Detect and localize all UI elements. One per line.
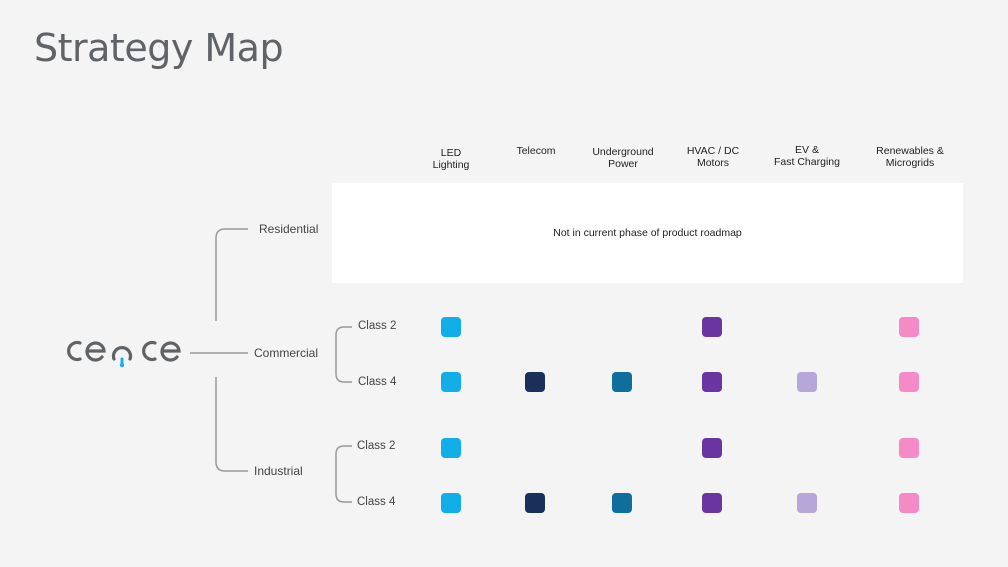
industrial-class4-label: Class 4 bbox=[357, 496, 396, 508]
cell-commercial-class2-led bbox=[441, 317, 461, 337]
column-header-ev: EV & Fast Charging bbox=[774, 144, 840, 168]
cell-industrial-class4-ev bbox=[797, 493, 817, 513]
column-header-telecom: Telecom bbox=[516, 145, 556, 157]
column-header-underground: Underground Power bbox=[592, 146, 654, 170]
segment-commercial: Commercial bbox=[254, 346, 319, 360]
segment-residential: Residential bbox=[259, 222, 319, 236]
cell-industrial-class4-underground bbox=[612, 493, 632, 513]
cell-industrial-class2-hvac bbox=[702, 438, 722, 458]
cell-commercial-class2-renewables bbox=[899, 317, 919, 337]
page-title: Strategy Map bbox=[34, 26, 284, 70]
industrial-sub-connector bbox=[335, 445, 352, 503]
cell-industrial-class2-renewables bbox=[899, 438, 919, 458]
cell-commercial-class2-hvac bbox=[702, 317, 722, 337]
cell-commercial-class4-ev bbox=[797, 372, 817, 392]
banner-text: Not in current phase of product roadmap bbox=[553, 227, 742, 239]
column-header-led: LED Lighting bbox=[432, 147, 470, 171]
cell-commercial-class4-underground bbox=[612, 372, 632, 392]
cell-industrial-class4-telecom bbox=[525, 493, 545, 513]
segment-industrial: Industrial bbox=[254, 464, 303, 478]
cell-industrial-class4-hvac bbox=[702, 493, 722, 513]
cell-commercial-class4-hvac bbox=[702, 372, 722, 392]
column-header-renewables: Renewables & Microgrids bbox=[876, 145, 944, 169]
commercial-sub-connector bbox=[335, 326, 352, 383]
cell-commercial-class4-renewables bbox=[899, 372, 919, 392]
commercial-class4-label: Class 4 bbox=[358, 376, 397, 388]
residential-connector bbox=[215, 228, 248, 321]
roadmap-banner: Not in current phase of product roadmap bbox=[332, 183, 963, 283]
industrial-connector bbox=[215, 377, 248, 472]
ceqce-logo bbox=[67, 340, 181, 368]
cell-industrial-class4-led bbox=[441, 493, 461, 513]
column-header-hvac: HVAC / DC Motors bbox=[686, 145, 740, 169]
cell-industrial-class4-renewables bbox=[899, 493, 919, 513]
cell-commercial-class4-led bbox=[441, 372, 461, 392]
commercial-class2-label: Class 2 bbox=[358, 320, 397, 332]
industrial-class2-label: Class 2 bbox=[357, 440, 396, 452]
cell-commercial-class4-telecom bbox=[525, 372, 545, 392]
cell-industrial-class2-led bbox=[441, 438, 461, 458]
